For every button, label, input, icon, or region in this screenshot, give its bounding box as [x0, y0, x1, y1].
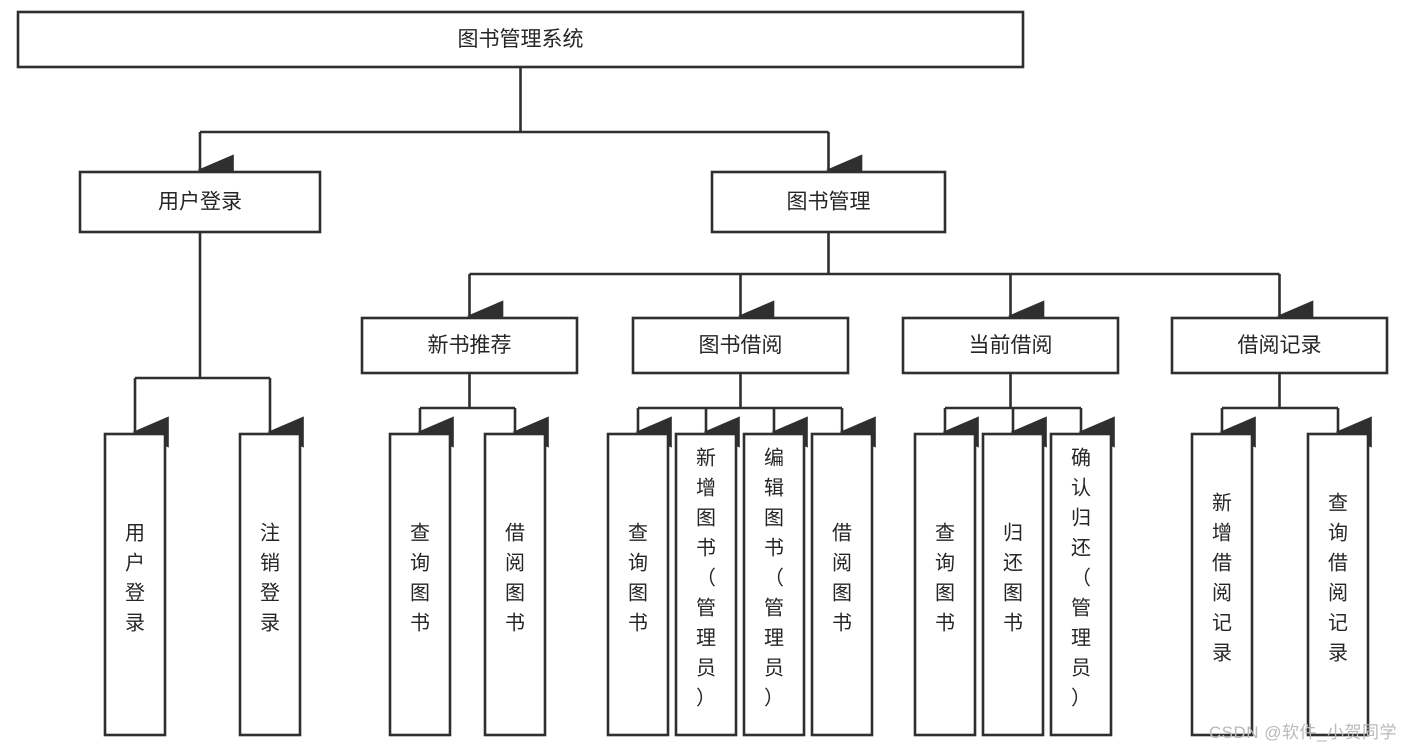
node-user-login-box[interactable] [78, 170, 322, 234]
leaf-leaf-borrow-book-2[interactable]: 借阅图书 [810, 432, 874, 737]
leaf-leaf-edit-book-box[interactable] [742, 432, 806, 737]
node-borrow-record[interactable]: 借阅记录 [1170, 316, 1389, 375]
leaf-leaf-borrow-book-1[interactable]: 借阅图书 [483, 432, 547, 737]
leaf-leaf-query-record-label: 查询借阅记录 [1328, 492, 1348, 665]
node-current-borrow-box[interactable] [901, 316, 1120, 375]
node-new-book-recommend-box[interactable] [360, 316, 579, 375]
leaf-leaf-add-record[interactable]: 新增借阅记录 [1190, 432, 1254, 737]
node-book-borrow[interactable]: 图书借阅 [631, 316, 850, 375]
leaf-leaf-add-book-box[interactable] [674, 432, 738, 737]
leaf-leaf-edit-book-label: 编辑图书（管理员） [764, 447, 784, 710]
node-new-book-recommend[interactable]: 新书推荐 [360, 316, 579, 375]
leaf-leaf-return-book-label: 归还图书 [1003, 522, 1023, 635]
node-current-borrow-label: 当前借阅 [969, 334, 1053, 357]
leaf-leaf-query-record[interactable]: 查询借阅记录 [1306, 432, 1370, 737]
leaf-leaf-confirm-return-box[interactable] [1049, 432, 1113, 737]
leaf-leaf-confirm-return[interactable]: 确认归还（管理员） [1049, 432, 1113, 737]
csdn-watermark: CSDN @软件_小贺同学 [1208, 723, 1397, 742]
leaf-leaf-borrow-book-1-box[interactable] [483, 432, 547, 737]
leaf-leaf-query-record-box[interactable] [1306, 432, 1370, 737]
leaf-leaf-query-book-2[interactable]: 查询图书 [606, 432, 670, 737]
leaf-leaf-user-login-label: 用户登录 [125, 523, 145, 635]
leaf-leaf-query-book-1[interactable]: 查询图书 [388, 432, 452, 737]
leaf-leaf-add-record-box[interactable] [1190, 432, 1254, 737]
leaf-leaf-user-login-box[interactable] [103, 432, 167, 737]
node-root-label: 图书管理系统 [458, 28, 584, 51]
node-layer: 图书管理系统用户登录图书管理新书推荐图书借阅当前借阅借阅记录用户登录注销登录查询… [16, 10, 1389, 737]
node-current-borrow[interactable]: 当前借阅 [901, 316, 1120, 375]
leaf-leaf-borrow-book-1-label: 借阅图书 [505, 522, 525, 635]
leaf-leaf-confirm-return-label: 确认归还（管理员） [1071, 447, 1091, 710]
connector-layer [132, 67, 1372, 448]
node-book-manage[interactable]: 图书管理 [710, 170, 947, 234]
leaf-leaf-query-book-3-label: 查询图书 [935, 522, 955, 635]
node-user-login-label: 用户登录 [158, 191, 242, 214]
leaf-leaf-query-book-2-box[interactable] [606, 432, 670, 737]
node-root[interactable]: 图书管理系统 [16, 10, 1025, 69]
leaf-leaf-add-book-label: 新增图书（管理员） [696, 447, 716, 710]
node-borrow-record-box[interactable] [1170, 316, 1389, 375]
leaf-leaf-add-book[interactable]: 新增图书（管理员） [674, 432, 738, 737]
node-user-login[interactable]: 用户登录 [78, 170, 322, 234]
node-book-borrow-box[interactable] [631, 316, 850, 375]
leaf-leaf-user-login[interactable]: 用户登录 [103, 432, 167, 737]
node-book-manage-box[interactable] [710, 170, 947, 234]
leaf-leaf-query-book-3-box[interactable] [913, 432, 977, 737]
leaf-leaf-edit-book[interactable]: 编辑图书（管理员） [742, 432, 806, 737]
leaf-leaf-logout-label: 注销登录 [260, 522, 280, 635]
leaf-leaf-query-book-1-label: 查询图书 [410, 522, 430, 635]
leaf-leaf-query-book-3[interactable]: 查询图书 [913, 432, 977, 737]
leaf-leaf-query-book-1-box[interactable] [388, 432, 452, 737]
node-root-box[interactable] [16, 10, 1025, 69]
node-book-borrow-label: 图书借阅 [699, 334, 783, 357]
leaf-leaf-query-book-2-label: 查询图书 [628, 522, 648, 635]
leaf-leaf-return-book-box[interactable] [981, 432, 1045, 737]
leaf-leaf-borrow-book-2-box[interactable] [810, 432, 874, 737]
node-borrow-record-label: 借阅记录 [1238, 334, 1322, 357]
leaf-leaf-logout[interactable]: 注销登录 [238, 432, 302, 737]
leaf-leaf-return-book[interactable]: 归还图书 [981, 432, 1045, 737]
leaf-leaf-logout-box[interactable] [238, 432, 302, 737]
node-new-book-recommend-label: 新书推荐 [428, 334, 512, 357]
node-book-manage-label: 图书管理 [787, 191, 871, 214]
leaf-leaf-add-record-label: 新增借阅记录 [1212, 492, 1232, 665]
leaf-leaf-borrow-book-2-label: 借阅图书 [832, 522, 852, 635]
